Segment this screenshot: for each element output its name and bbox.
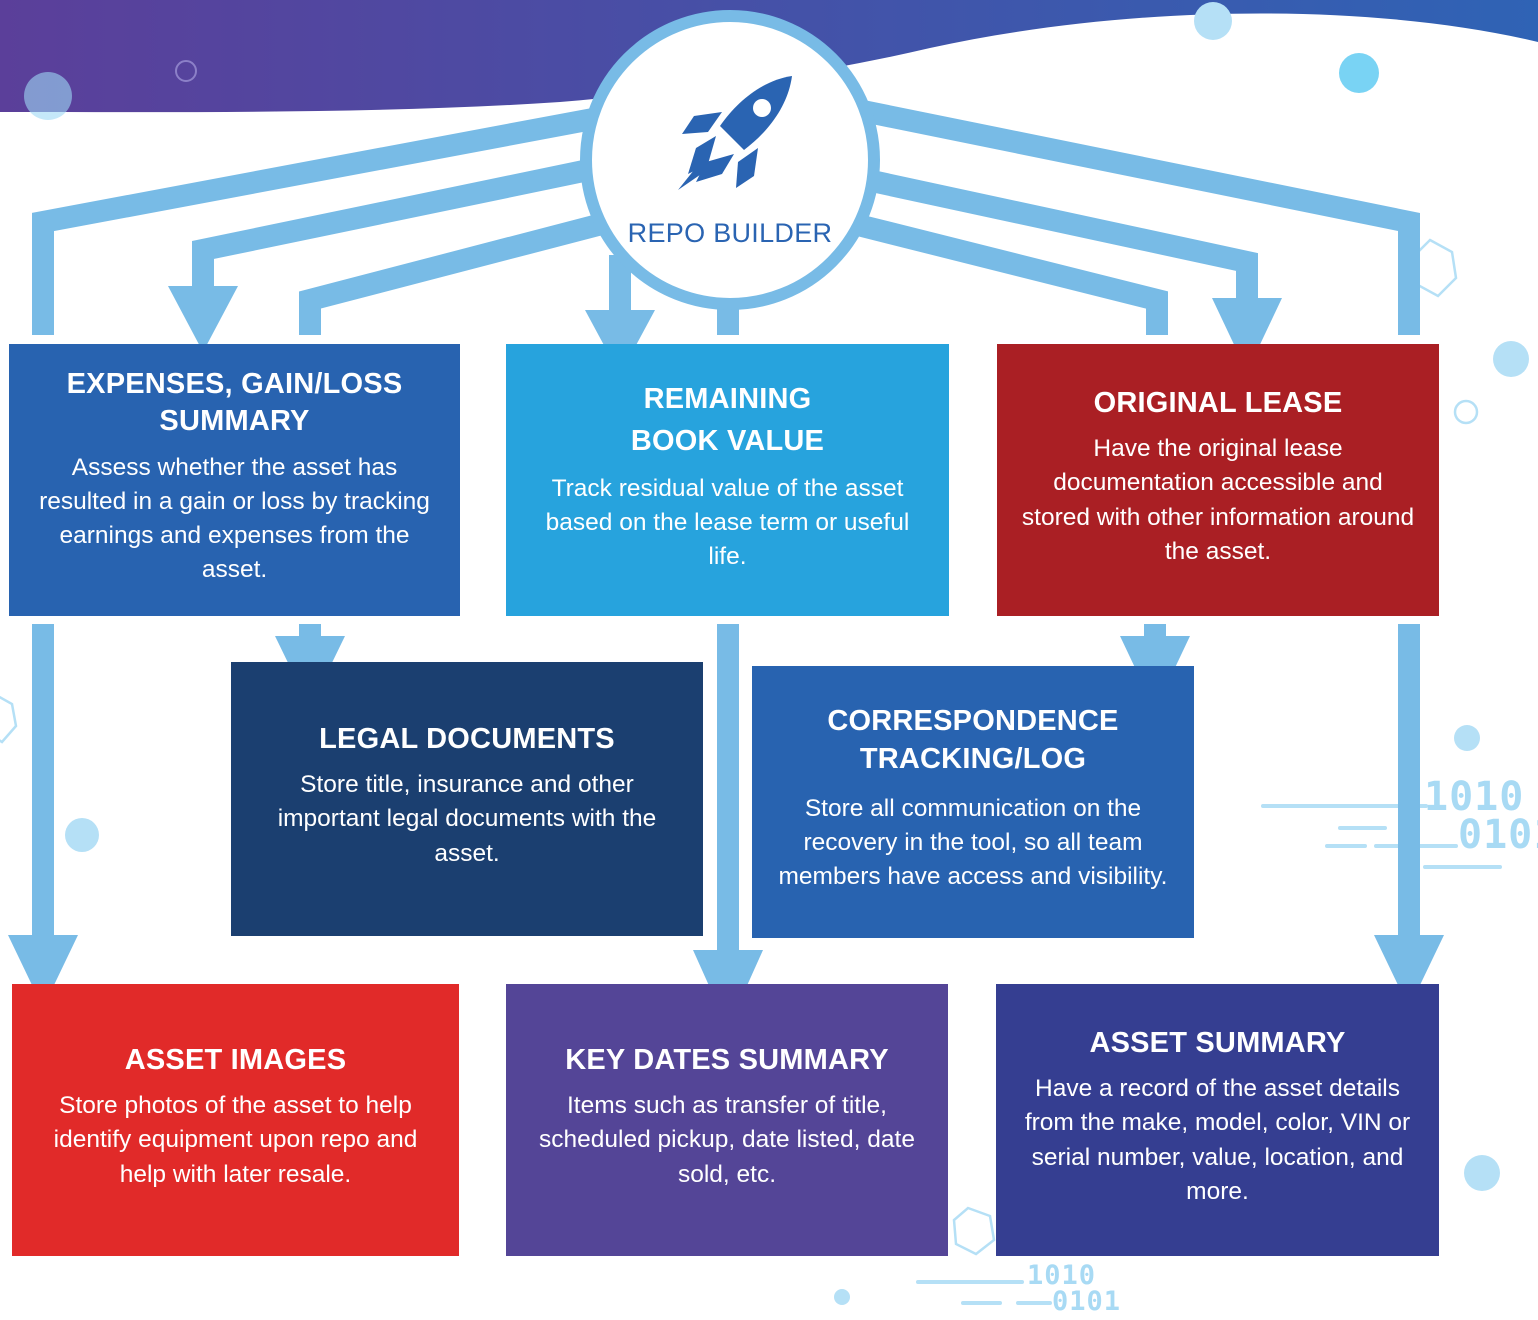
decor-hexagon — [0, 695, 18, 744]
box-title: LEGAL DOCUMENTS — [319, 723, 615, 755]
connector-line — [855, 214, 1168, 335]
remaining-book-value-box: REMAINING BOOK VALUE Track residual valu… — [506, 344, 949, 616]
arrowhead — [585, 310, 655, 375]
asset-images-box: ASSET IMAGES Store photos of the asset t… — [12, 984, 459, 1256]
binary-decoration: 1010 — [1424, 774, 1525, 820]
decor-ring — [1453, 399, 1479, 425]
binary-decoration: 0101 — [1458, 812, 1538, 858]
binary-decoration: 0101 — [1052, 1286, 1122, 1317]
hub-label: REPO BUILDER — [627, 218, 833, 248]
decor-ring — [175, 60, 197, 82]
decor-dot — [1493, 341, 1529, 377]
arrowhead — [8, 935, 78, 1008]
box-description: Track residual value of the asset based … — [545, 474, 910, 571]
box-title: REMAINING BOOK VALUE — [630, 383, 825, 457]
arrowhead — [1212, 298, 1282, 372]
repo-builder-hub: REPO BUILDER — [580, 10, 880, 310]
box-description: Have the original lease documentation ac… — [1021, 434, 1415, 565]
box-description: Store title, insurance and other importa… — [277, 771, 657, 867]
rocket-icon — [678, 76, 792, 190]
legal-documents-box: LEGAL DOCUMENTS Store title, insurance a… — [231, 662, 703, 936]
connector-line — [32, 107, 601, 335]
decor-dot — [24, 72, 72, 120]
decor-dot — [1464, 1155, 1500, 1191]
decor-dot — [834, 1289, 850, 1305]
box-title: ASSET SUMMARY — [1089, 1026, 1346, 1059]
box-description: Items such as transfer of title, schedul… — [539, 1092, 915, 1188]
box-description: Store photos of the asset to help identi… — [53, 1092, 418, 1188]
box-title: KEY DATES SUMMARY — [565, 1044, 889, 1076]
key-dates-summary-box: KEY DATES SUMMARY Items such as transfer… — [506, 984, 948, 1256]
arrowhead — [168, 286, 238, 352]
box-description: Store all communication on the recovery … — [778, 794, 1168, 891]
decor-dot — [1339, 53, 1379, 93]
connector-line — [192, 157, 601, 300]
decor-dot — [1194, 2, 1232, 40]
asset-summary-box: ASSET SUMMARY Have a record of the asset… — [996, 984, 1439, 1256]
correspondence-tracking-box: CORRESPONDENCE TRACKING/LOG Store all co… — [752, 666, 1194, 938]
decor-dot — [65, 818, 99, 852]
box-description: Assess whether the asset has resulted in… — [39, 453, 430, 584]
binary-decoration: 1010 — [1027, 1260, 1097, 1291]
decor-hexagon — [952, 1206, 996, 1256]
original-lease-box: ORIGINAL LEASE Have the original lease d… — [997, 344, 1439, 616]
connector-line — [855, 167, 1258, 312]
box-title: EXPENSES, GAIN/LOSS SUMMARY — [66, 368, 403, 438]
decor-dot — [1454, 725, 1480, 751]
connector-line — [855, 99, 1420, 335]
box-title: ORIGINAL LEASE — [1093, 386, 1343, 419]
arrowhead — [1374, 935, 1444, 1008]
box-title: CORRESPONDENCE TRACKING/LOG — [827, 705, 1119, 775]
expenses-gain-loss-box: EXPENSES, GAIN/LOSS SUMMARY Assess wheth… — [9, 344, 460, 616]
box-title: ASSET IMAGES — [124, 1044, 347, 1076]
box-description: Have a record of the asset details from … — [1024, 1074, 1411, 1205]
connector-line — [299, 214, 601, 335]
